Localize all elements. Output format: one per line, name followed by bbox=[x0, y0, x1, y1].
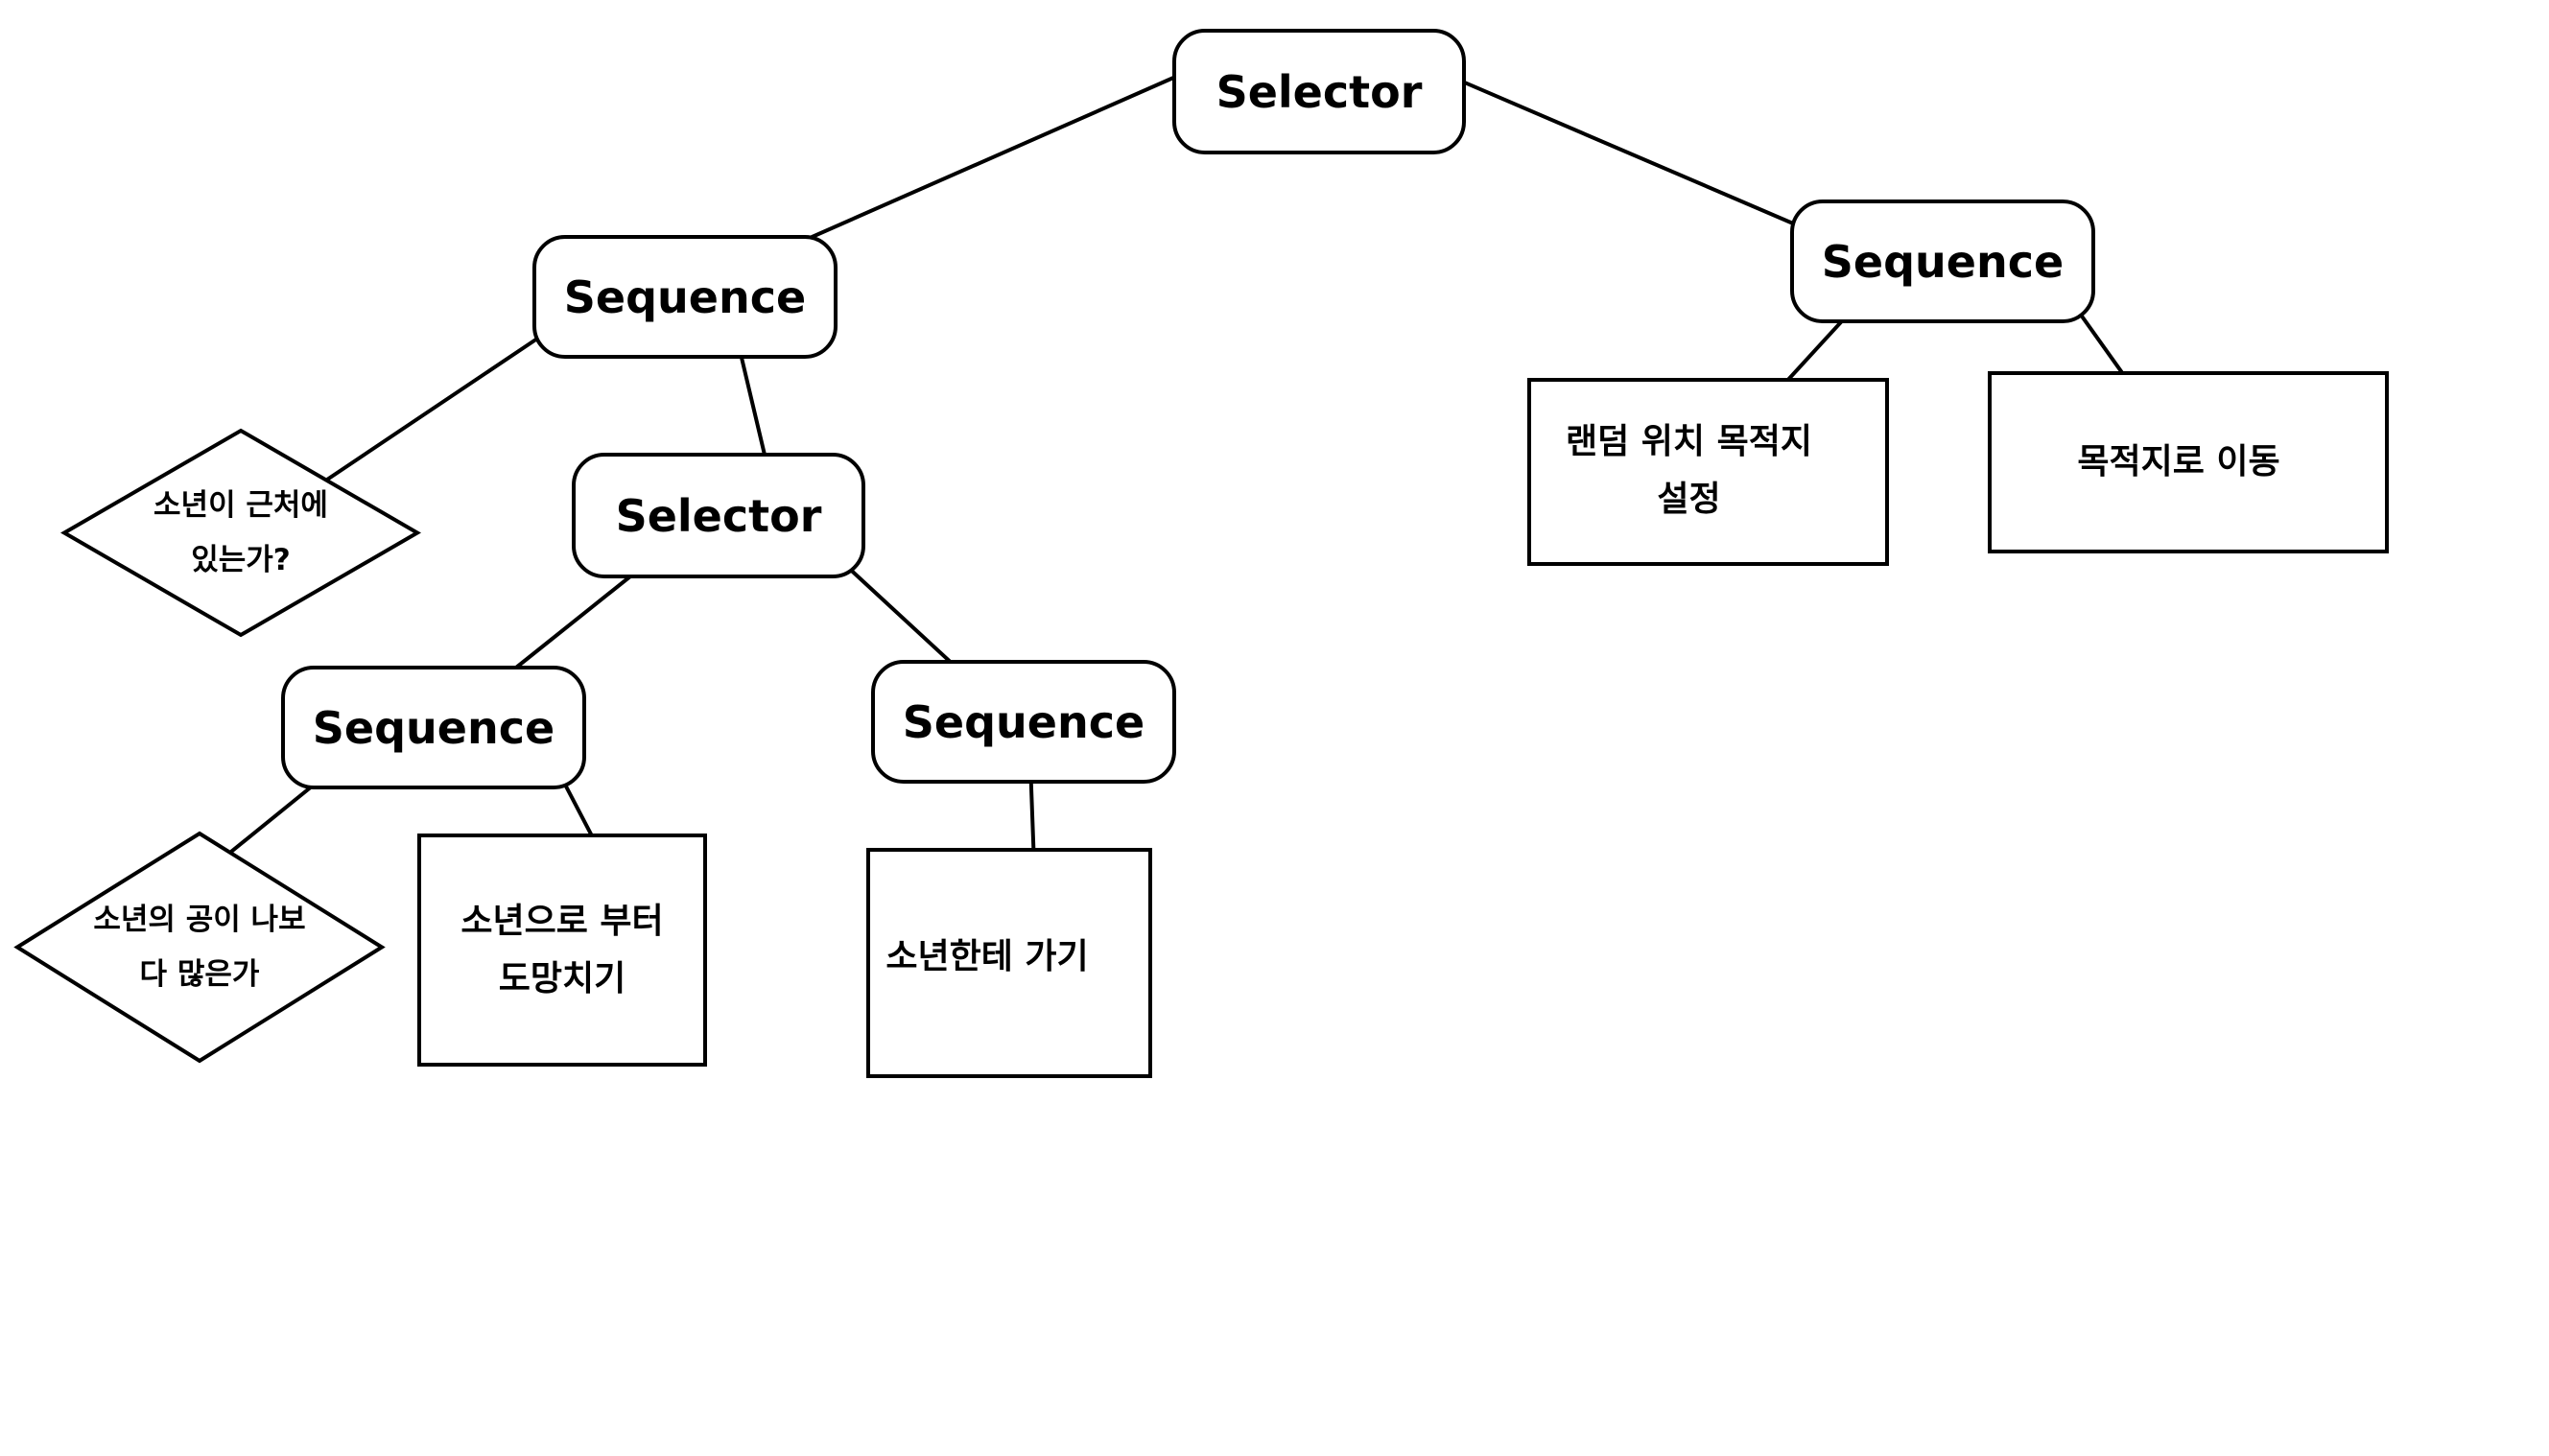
action-move-to-destination-text: 목적지로 이동 bbox=[2077, 434, 2279, 491]
action-run-away-line-1: 소년으로 부터 bbox=[460, 901, 664, 941]
edge-root-to-left-sequence bbox=[791, 73, 1182, 247]
diamond-shape bbox=[13, 831, 386, 1064]
action-set-random-destination: 랜덤 위치 목적지 설정 bbox=[1527, 378, 1889, 566]
condition-boy-nearby-line-2: 있는가? bbox=[191, 542, 291, 577]
action-move-to-destination-line-1: 목적지로 이동 bbox=[2077, 442, 2280, 481]
root-selector-node: Selector bbox=[1172, 29, 1466, 154]
condition-boy-nearby-text: 소년이 근처에 있는가? bbox=[153, 479, 328, 588]
action-run-away-text: 소년으로 부터 도망치기 bbox=[460, 893, 663, 1008]
edge-left-sequence-to-condition bbox=[322, 333, 545, 483]
action-set-random-destination-text: 랜덤 위치 목적지 설정 bbox=[1566, 413, 1812, 528]
condition-boy-nearby-line-1: 소년이 근처에 bbox=[153, 487, 328, 523]
action-go-to-boy-text: 소년한테 가기 bbox=[885, 928, 1088, 986]
action-set-random-destination-line-2: 설정 bbox=[1657, 480, 1721, 519]
inner-selector-node: Selector bbox=[572, 453, 865, 578]
condition-ball-count-line-2: 다 많은가 bbox=[139, 956, 260, 992]
condition-ball-count-line-1: 소년의 공이 나보 bbox=[93, 902, 306, 937]
left-sequence-node: Sequence bbox=[532, 235, 838, 359]
action-set-random-destination-line-1: 랜덤 위치 목적지 bbox=[1566, 422, 1812, 461]
action-run-away-line-2: 도망치기 bbox=[498, 958, 626, 998]
root-selector-label: Selector bbox=[1215, 65, 1423, 118]
diamond-shape bbox=[60, 428, 421, 638]
inner-left-sequence-node: Sequence bbox=[281, 666, 586, 789]
action-go-to-boy-line-1: 소년한테 가기 bbox=[885, 937, 1089, 976]
edge-root-to-right-sequence bbox=[1445, 73, 1822, 237]
edge-inner-selector-to-inner-left-sequence bbox=[514, 559, 651, 669]
action-go-to-boy: 소년한테 가기 bbox=[866, 848, 1152, 1078]
condition-boy-nearby: 소년이 근처에 있는가? bbox=[60, 428, 421, 638]
edge-left-sequence-to-inner-selector bbox=[736, 340, 770, 473]
action-run-away: 소년으로 부터 도망치기 bbox=[417, 834, 707, 1067]
right-sequence-node: Sequence bbox=[1790, 200, 2095, 323]
inner-left-sequence-label: Sequence bbox=[312, 701, 555, 754]
inner-right-sequence-label: Sequence bbox=[902, 695, 1145, 748]
right-sequence-label: Sequence bbox=[1821, 235, 2065, 288]
condition-ball-count-text: 소년의 공이 나보 다 많은가 bbox=[93, 893, 305, 1002]
action-move-to-destination: 목적지로 이동 bbox=[1988, 371, 2389, 553]
condition-ball-count: 소년의 공이 나보 다 많은가 bbox=[13, 831, 386, 1064]
left-sequence-label: Sequence bbox=[563, 270, 807, 323]
inner-selector-label: Selector bbox=[615, 489, 822, 542]
inner-right-sequence-node: Sequence bbox=[871, 660, 1176, 784]
